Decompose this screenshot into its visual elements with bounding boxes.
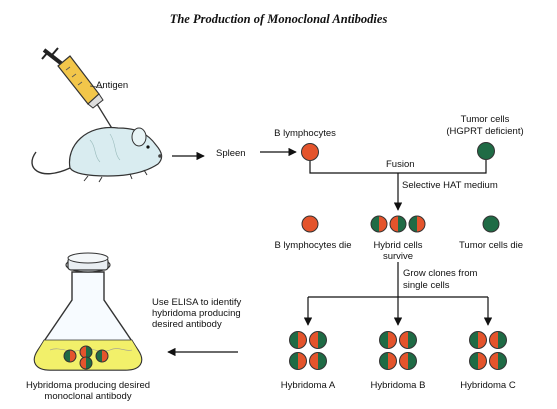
hybrid-cell [379,352,397,370]
tumor-cell [477,142,495,160]
syringe-icon [41,47,114,131]
hybrid-cell [79,356,93,370]
elisa-label-3: desired antibody [152,319,222,330]
hybrid-cell [489,331,507,349]
tumor-cells-label: Tumor cells [460,114,510,125]
hybrid-cell [309,352,327,370]
elisa-label-2: hybridoma producing [152,308,241,319]
hybrid-cell [79,345,93,359]
hybrid-cell [63,349,77,363]
tumor-cells-die-label: Tumor cells die [458,240,524,251]
hybrid-cell [469,331,487,349]
hybrid-cell [289,331,307,349]
hybrid-cell [379,331,397,349]
hybrid-cell [309,331,327,349]
hybrid-cell [389,215,407,233]
hybrid-cells [370,215,426,233]
hybrid-cells-survive-label: Hybrid cells [373,240,423,251]
b-lymphocytes-label: B lymphocytes [274,128,336,139]
mouse-icon [31,126,163,183]
hybridoma-clones [289,331,507,370]
tumor-cells-note: (HGPRT deficient) [446,126,524,137]
b-lymphocyte-cell [301,215,319,233]
grow-clones-label-2: single cells [403,280,450,291]
hybrid-cell [399,352,417,370]
fusion-label: Fusion [386,159,415,170]
b-lymphocytes-die-label: B lymphocytes die [274,240,352,251]
hybrid-cell [469,352,487,370]
hybrid-cells-survive-label-2: survive [382,251,414,262]
page-title: The Production of Monoclonal Antibodies [169,12,388,26]
elisa-label: Use ELISA to identify [152,297,242,308]
b-lymphocyte-cell [301,143,319,161]
hybrid-cell [408,215,426,233]
hybrid-cell [370,215,388,233]
tumor-cell [482,215,500,233]
flask-label: Hybridoma producing desired [25,380,151,391]
flask-icon [33,252,143,371]
grow-clones-label: Grow clones from [403,268,478,279]
hybrid-cell [399,331,417,349]
flask-label-2: monoclonal antibody [44,391,132,402]
hybrid-cell [289,352,307,370]
spleen-label: Spleen [216,148,246,159]
selective-hat-label: Selective HAT medium [402,180,498,191]
hybridoma-a-label: Hybridoma A [280,380,336,391]
hybrid-cell [95,349,109,363]
hybridoma-b-label: Hybridoma B [370,380,426,391]
antigen-label: Antigen [96,80,129,91]
hybridoma-c-label: Hybridoma C [460,380,516,391]
hybrid-cell [489,352,507,370]
